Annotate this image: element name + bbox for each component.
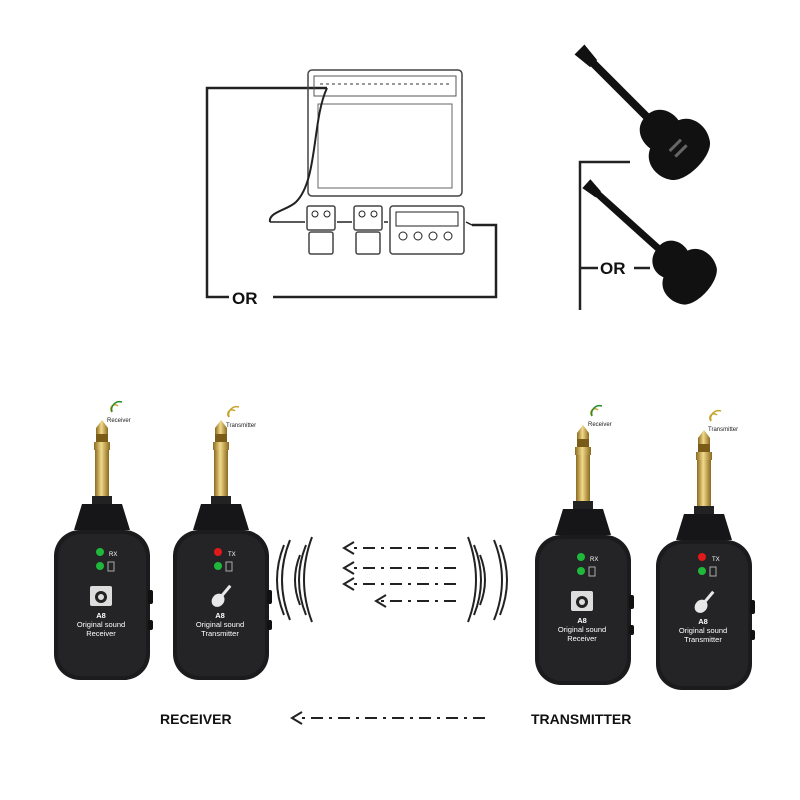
bass-guitar-icon — [582, 179, 717, 305]
tx-label: TX — [228, 552, 236, 558]
transmitter-tag: Transmitter — [708, 427, 738, 433]
or-label-right: OR — [600, 259, 626, 278]
right-receiver-device — [535, 425, 634, 685]
transmitter-tag: Transmitter — [226, 423, 256, 429]
model-label: A8 — [96, 611, 106, 620]
rx-label: RX — [590, 557, 598, 563]
device-name: Transmitter — [201, 629, 239, 638]
arrow-head-icon — [342, 541, 387, 608]
device-line1: Original sound — [196, 620, 244, 629]
signal-arrows — [348, 547, 456, 602]
receiver-tag: Receiver — [107, 418, 131, 424]
pedal-1-icon — [306, 205, 336, 255]
pedal-2-icon — [353, 205, 383, 255]
model-label: A8 — [577, 616, 587, 625]
guitar-device-icon — [211, 584, 715, 613]
left-receiver-device — [54, 420, 153, 680]
left-transmitter-device — [173, 420, 272, 680]
guitar-setup: OR — [574, 44, 717, 310]
amp-device-icon — [90, 586, 593, 611]
or-label-left: OR — [232, 289, 258, 308]
device-name: Receiver — [567, 634, 597, 643]
device-name: Transmitter — [684, 635, 722, 644]
amp-setup — [205, 69, 498, 299]
signal-waves-icon — [276, 536, 508, 623]
model-label: A8 — [698, 617, 708, 626]
rx-label: RX — [109, 552, 117, 558]
led-indicators — [96, 548, 706, 575]
electric-guitar-icon — [574, 44, 710, 180]
device-line1: Original sound — [77, 620, 125, 629]
amplifier-icon — [307, 69, 463, 197]
model-label: A8 — [215, 611, 225, 620]
right-transmitter-device — [656, 430, 755, 690]
device-line1: Original sound — [679, 626, 727, 635]
transmitter-caption: TRANSMITTER — [531, 711, 631, 727]
multi-effects-pedal-icon — [389, 205, 465, 255]
device-line1: Original sound — [558, 625, 606, 634]
battery-icon — [107, 561, 717, 577]
device-name: Receiver — [86, 629, 116, 638]
wifi-icon — [110, 400, 722, 422]
arrow-head-icon — [290, 711, 303, 725]
receiver-caption: RECEIVER — [160, 711, 232, 727]
tx-label: TX — [712, 557, 720, 563]
receiver-tag: Receiver — [588, 422, 612, 428]
